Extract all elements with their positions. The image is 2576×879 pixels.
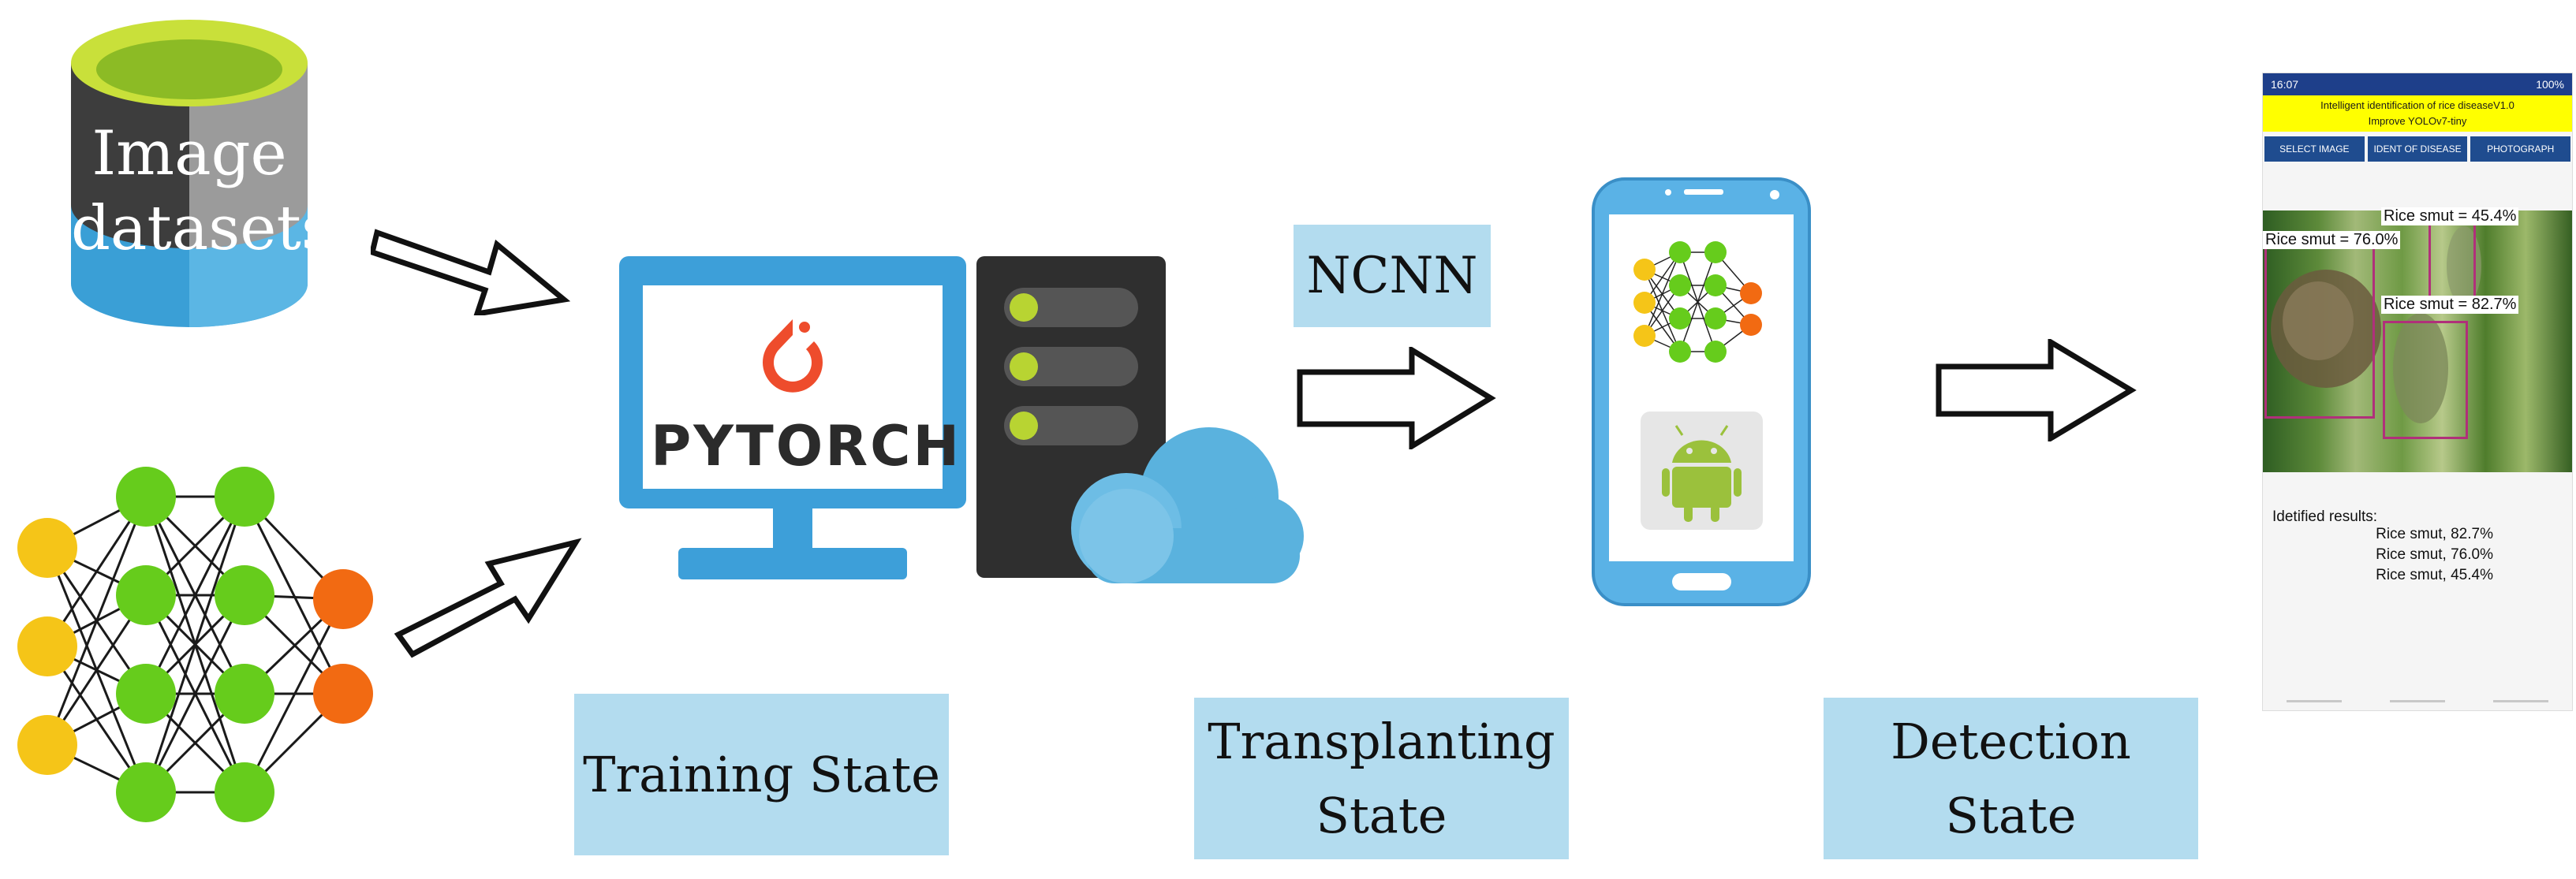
detection-state-line2: State <box>1945 786 2077 844</box>
ncnn-label: NCNN <box>1294 225 1491 327</box>
result-item-1: Rice smut, 82.7% <box>2376 526 2493 542</box>
training-state-label: Training State <box>574 694 949 855</box>
arrow-training-to-transplanting-icon <box>1297 347 1496 449</box>
app-button-row: SELECT IMAGE IDENT OF DISEASE PHOTOGRAPH <box>2263 132 2572 166</box>
app-title-banner: Intelligent identification of rice disea… <box>2263 95 2572 132</box>
app-screenshot: 16:07 100% Intelligent identification of… <box>2262 73 2573 711</box>
arrow-datasets-to-training-icon <box>371 229 571 315</box>
detection-box-2 <box>2264 237 2375 419</box>
datasets-label-line1: Image <box>91 118 287 189</box>
status-time: 16:07 <box>2271 78 2299 91</box>
detection-label-1: Rice smut = 45.4% <box>2381 207 2519 225</box>
app-title-line2: Improve YOLOv7-tiny <box>2368 115 2467 127</box>
neural-network-icon <box>17 467 373 822</box>
status-battery: 100% <box>2536 78 2564 91</box>
system-nav-bar <box>2263 691 2572 710</box>
app-title-line1: Intelligent identification of rice disea… <box>2320 99 2514 111</box>
detection-state-line1: Detection <box>1891 712 2131 770</box>
result-item-2: Rice smut, 76.0% <box>2376 546 2493 563</box>
detection-box-3 <box>2383 321 2468 439</box>
status-bar: 16:07 100% <box>2263 73 2572 95</box>
transplanting-state-line1: Transplanting <box>1208 712 1555 770</box>
rice-panicle-photo: Rice smut = 45.4% Rice smut = 76.0% Rice… <box>2263 207 2572 472</box>
select-image-button[interactable]: SELECT IMAGE <box>2264 136 2365 162</box>
training-state-text: Training State <box>583 745 940 803</box>
pytorch-logo-icon <box>763 319 823 393</box>
transplanting-state-line2: State <box>1316 786 1447 844</box>
detection-state-label: Detection State <box>1824 698 2198 859</box>
arrow-transplanting-to-detection-icon <box>1936 339 2137 441</box>
transplanting-state-label: Transplanting State <box>1194 698 1569 859</box>
ident-of-disease-button[interactable]: IDENT OF DISEASE <box>2367 136 2468 162</box>
result-item-3: Rice smut, 45.4% <box>2376 567 2493 583</box>
smartphone-icon <box>1592 177 1811 606</box>
detection-label-3: Rice smut = 82.7% <box>2381 296 2519 314</box>
cloud-icon <box>1071 427 1304 583</box>
results-title: Idetified results: <box>2272 508 2378 525</box>
photograph-button[interactable]: PHOTOGRAPH <box>2470 136 2571 162</box>
pytorch-label: PYTORCH <box>651 414 962 479</box>
detection-label-2: Rice smut = 76.0% <box>2263 231 2401 249</box>
image-datasets-database-icon <box>71 20 308 327</box>
arrow-network-to-training-icon <box>394 538 582 658</box>
datasets-label-line2: datasets <box>71 193 333 264</box>
